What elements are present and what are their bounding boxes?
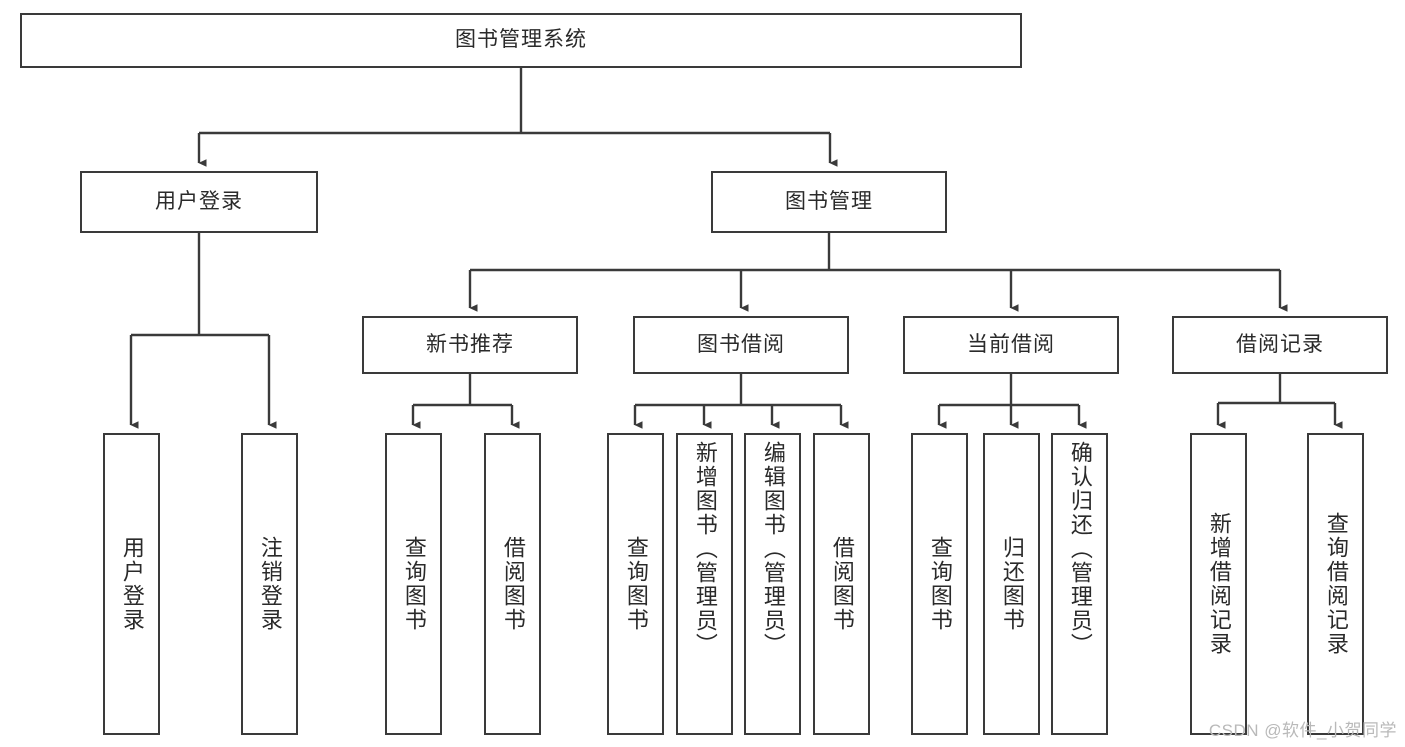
- leaf-query-book-1[interactable]: 查询图书: [385, 433, 442, 735]
- leaf-query-book-3-label: 查询图书: [927, 536, 953, 632]
- node-book-borrow[interactable]: 图书借阅: [633, 316, 849, 374]
- node-borrow-record[interactable]: 借阅记录: [1172, 316, 1388, 374]
- leaf-query-book-3[interactable]: 查询图书: [911, 433, 968, 735]
- node-new-book-rec-label: 新书推荐: [426, 332, 514, 356]
- leaf-edit-book[interactable]: 编辑图书（管理员）: [744, 433, 801, 735]
- node-new-book-rec[interactable]: 新书推荐: [362, 316, 578, 374]
- node-current-borrow[interactable]: 当前借阅: [903, 316, 1119, 374]
- node-book-manage-label: 图书管理: [785, 189, 873, 213]
- leaf-query-record-label: 查询借阅记录: [1323, 512, 1349, 656]
- node-root-label: 图书管理系统: [455, 28, 587, 52]
- watermark-text: CSDN @软件_小贺同学: [1208, 721, 1397, 740]
- leaf-return-book[interactable]: 归还图书: [983, 433, 1040, 735]
- leaf-borrow-book-1[interactable]: 借阅图书: [484, 433, 541, 735]
- node-book-borrow-label: 图书借阅: [697, 332, 785, 356]
- leaf-user-login-label: 用户登录: [119, 536, 145, 632]
- leaf-confirm-return-label: 确认归还（管理员）: [1067, 441, 1093, 657]
- leaf-edit-book-label: 编辑图书（管理员）: [760, 441, 786, 657]
- node-borrow-record-label: 借阅记录: [1236, 332, 1324, 356]
- leaf-logout[interactable]: 注销登录: [241, 433, 298, 735]
- leaf-logout-label: 注销登录: [257, 536, 283, 632]
- leaf-add-book-label: 新增图书（管理员）: [692, 441, 718, 657]
- leaf-borrow-book-2-label: 借阅图书: [829, 536, 855, 632]
- leaf-return-book-label: 归还图书: [999, 536, 1025, 632]
- leaf-confirm-return[interactable]: 确认归还（管理员）: [1051, 433, 1108, 735]
- leaf-add-record[interactable]: 新增借阅记录: [1190, 433, 1247, 735]
- leaf-query-book-1-label: 查询图书: [401, 536, 427, 632]
- leaf-borrow-book-1-label: 借阅图书: [500, 536, 526, 632]
- leaf-user-login[interactable]: 用户登录: [103, 433, 160, 735]
- node-root[interactable]: 图书管理系统: [20, 13, 1022, 68]
- node-current-borrow-label: 当前借阅: [967, 332, 1055, 356]
- node-user-login[interactable]: 用户登录: [80, 171, 318, 233]
- leaf-query-book-2-label: 查询图书: [623, 536, 649, 632]
- leaf-borrow-book-2[interactable]: 借阅图书: [813, 433, 870, 735]
- leaf-add-book[interactable]: 新增图书（管理员）: [676, 433, 733, 735]
- node-book-manage[interactable]: 图书管理: [711, 171, 947, 233]
- leaf-query-book-2[interactable]: 查询图书: [607, 433, 664, 735]
- leaf-query-record[interactable]: 查询借阅记录: [1307, 433, 1364, 735]
- leaf-add-record-label: 新增借阅记录: [1206, 512, 1232, 656]
- node-user-login-label: 用户登录: [155, 189, 243, 213]
